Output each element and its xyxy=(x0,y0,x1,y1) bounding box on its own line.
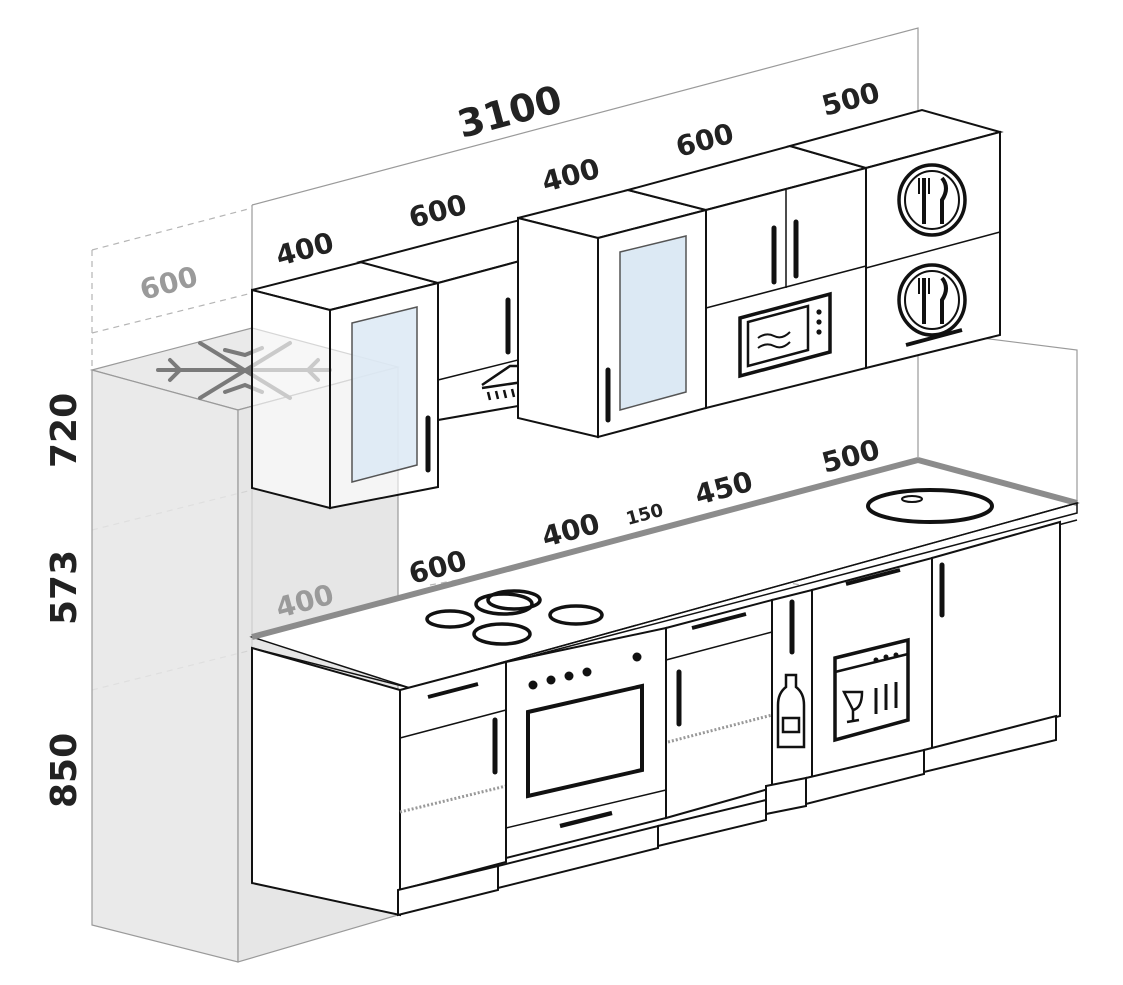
dishwasher-icon xyxy=(811,556,933,780)
dim-height-base: 850 xyxy=(44,733,85,808)
upper-cabinet-glass-1 xyxy=(251,260,442,510)
dim-fridge-depth: 600 xyxy=(136,260,201,307)
upper-cabinet-glass-2 xyxy=(517,188,707,439)
microwave-icon xyxy=(738,291,832,379)
hob-burners-icon xyxy=(425,589,604,646)
dim-lower-4: 150 xyxy=(624,500,666,530)
dim-height-upper: 720 xyxy=(44,393,85,468)
sink-icon xyxy=(866,488,994,524)
oven-icon xyxy=(505,626,667,860)
base-cabinet-2 xyxy=(665,598,773,820)
bottle-icon xyxy=(776,673,806,749)
dim-upper-2: 600 xyxy=(405,188,470,235)
plate-cutlery-icon xyxy=(897,163,967,237)
upper-cabinet-microwave xyxy=(624,144,870,410)
dim-upper-3: 400 xyxy=(538,152,603,199)
dim-upper-5: 500 xyxy=(818,76,883,123)
countertop xyxy=(249,457,1080,697)
dim-height-middle: 573 xyxy=(44,550,85,625)
base-cabinet-end xyxy=(931,520,1061,752)
plate-cutlery-icon xyxy=(897,263,967,347)
dim-upper-4: 600 xyxy=(672,117,737,164)
base-cabinet-bottle xyxy=(771,588,813,790)
base-cabinet-1 xyxy=(251,646,507,917)
plinth xyxy=(397,714,1057,917)
dim-upper-1: 400 xyxy=(272,226,337,273)
